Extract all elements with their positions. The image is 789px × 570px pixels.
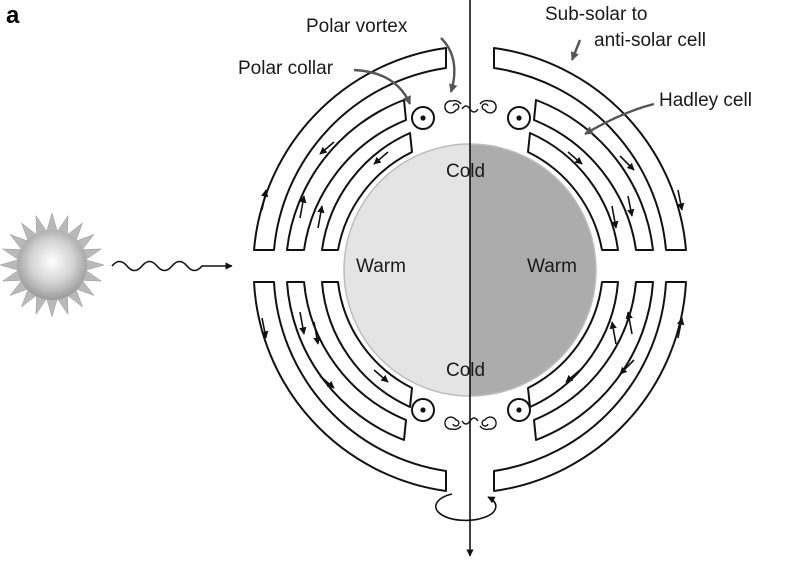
flow-arrow bbox=[677, 189, 685, 211]
flow-arrow bbox=[619, 155, 635, 171]
hadley-cell-lower-left bbox=[286, 281, 407, 441]
flow-arrow bbox=[319, 375, 335, 389]
sun-icon bbox=[0, 212, 105, 318]
flow-arrow bbox=[317, 205, 325, 229]
panel-label: a bbox=[6, 2, 20, 29]
flow-arrow bbox=[313, 321, 321, 345]
inner-cell-upper-left bbox=[321, 132, 413, 251]
sub-solar-label-line1: Sub-solar to bbox=[545, 4, 647, 25]
rotation-arrow-icon bbox=[435, 493, 497, 522]
warm-label-nightside: Warm bbox=[527, 256, 577, 277]
sub-solar-cell-lower-left bbox=[253, 281, 447, 492]
sub-solar-cell-upper-left bbox=[253, 47, 447, 251]
flow-arrow bbox=[625, 311, 633, 335]
flow-arrow bbox=[567, 151, 583, 165]
flow-arrow bbox=[373, 151, 389, 165]
hadley-cell-upper-left bbox=[286, 99, 407, 251]
polar-vortex-top bbox=[444, 99, 497, 114]
flow-arrow bbox=[299, 195, 307, 219]
flow-arrow bbox=[627, 195, 635, 217]
polar-vortex-leader bbox=[440, 37, 458, 93]
flow-arrow bbox=[677, 317, 685, 339]
sub-solar-label-line2: anti-solar cell bbox=[594, 30, 706, 51]
flow-arrow bbox=[619, 359, 635, 375]
hadley-cell-label: Hadley cell bbox=[659, 90, 752, 111]
warm-label-dayside: Warm bbox=[356, 256, 406, 277]
hadley-cell-lower-right bbox=[533, 281, 654, 441]
flow-arrow bbox=[261, 189, 269, 211]
polar-collar-lower-right bbox=[507, 398, 531, 422]
cold-label-top: Cold bbox=[446, 161, 485, 182]
flow-arrow bbox=[611, 205, 619, 229]
sub-solar-cell-upper-right bbox=[493, 47, 687, 251]
polar-vortex-label: Polar vortex bbox=[306, 16, 408, 37]
flow-arrow bbox=[261, 317, 269, 339]
flow-arrow bbox=[299, 311, 307, 335]
cold-label-bottom: Cold bbox=[446, 360, 485, 381]
flow-arrow bbox=[609, 321, 617, 345]
flow-arrow bbox=[565, 369, 581, 383]
polar-collar-upper-right bbox=[507, 106, 531, 130]
flow-arrow bbox=[373, 369, 389, 383]
polar-collar-leader bbox=[353, 68, 412, 105]
inner-cell-upper-right bbox=[527, 132, 619, 251]
polar-collar-lower-left bbox=[411, 398, 435, 422]
wavy-arrow-icon bbox=[111, 260, 233, 272]
polar-collar-label: Polar collar bbox=[238, 58, 334, 79]
sub-solar-cell-lower-right bbox=[493, 281, 687, 492]
inner-cell-lower-left bbox=[321, 281, 413, 408]
polar-vortex-bottom bbox=[444, 416, 497, 431]
polar-collar-upper-left bbox=[411, 106, 435, 130]
hadley-cell-leader bbox=[584, 102, 655, 136]
sub-solar-leader bbox=[570, 39, 582, 61]
flow-arrow bbox=[319, 141, 335, 155]
